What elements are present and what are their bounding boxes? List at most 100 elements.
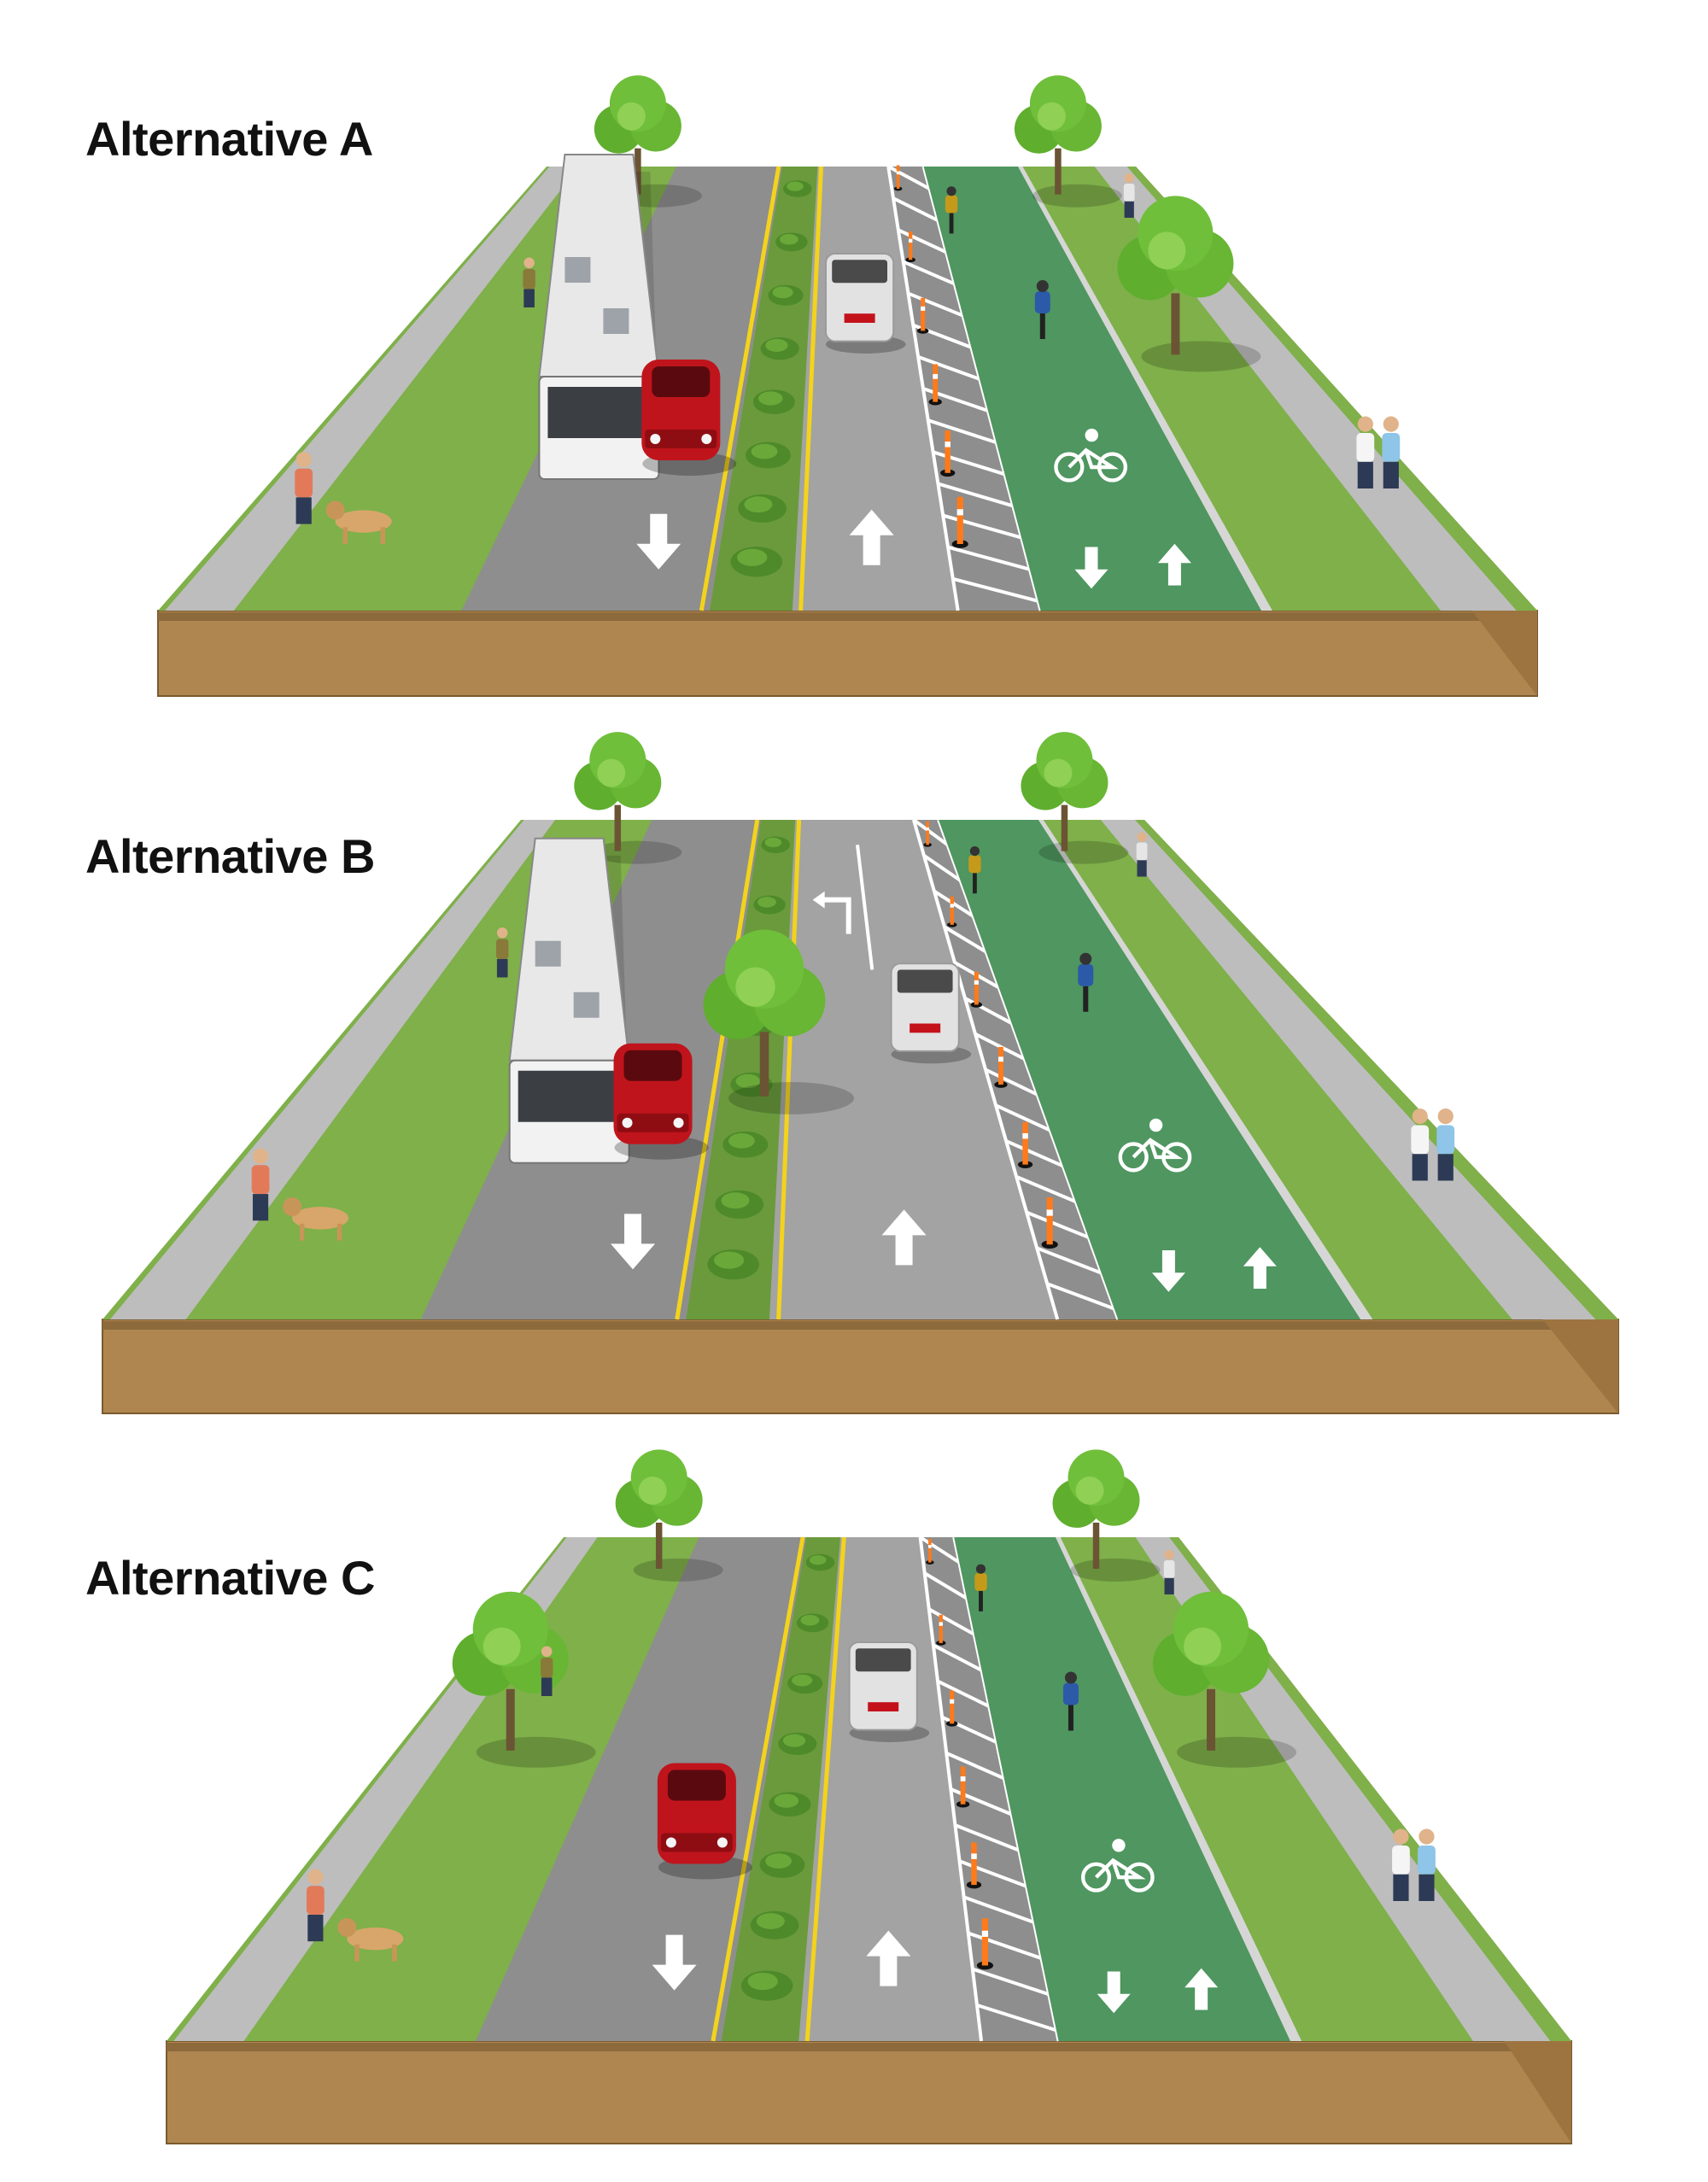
- shrub-highlight: [800, 1614, 820, 1626]
- curb: [1038, 820, 1373, 1319]
- arrow-up-icon: [1184, 1968, 1219, 2010]
- flex-post-reflector: [921, 306, 926, 311]
- panel-title: Alternative B: [85, 829, 375, 883]
- buffer-hatch: [962, 1895, 1035, 1924]
- pedestrian-body: [1163, 1560, 1175, 1578]
- panel-title: Alternative C: [85, 1551, 375, 1605]
- buffer-hatch: [898, 228, 947, 254]
- buffer-hatch: [892, 196, 939, 222]
- flex-post-reflector: [956, 509, 963, 516]
- flex-post: [998, 1046, 1003, 1085]
- tree-trunk: [1207, 1688, 1216, 1751]
- street-section-diagram: [157, 75, 1538, 697]
- bike-lane-symbol-icon: [1080, 1839, 1155, 1892]
- flex-post-reflector: [933, 373, 939, 379]
- bike-lane-symbol-icon: [1118, 1118, 1192, 1173]
- flex-post-reflector: [1022, 1132, 1028, 1139]
- pedestrian-legs: [252, 1194, 269, 1221]
- tree-trunk: [759, 1032, 769, 1097]
- dog-head: [337, 1918, 357, 1937]
- buffer-hatch: [1036, 1246, 1103, 1275]
- cyclist-body: [1034, 291, 1050, 313]
- buffer-hatch: [927, 1607, 975, 1636]
- pedestrian-head: [1383, 416, 1399, 432]
- flex-post-base: [956, 1800, 970, 1808]
- flex-post-reflector: [1046, 1209, 1053, 1216]
- shrub-highlight: [782, 1734, 806, 1747]
- pedestrian-head: [1418, 1828, 1435, 1845]
- pedestrian-body: [295, 468, 313, 498]
- panel-alternative-a: Alternative A: [0, 0, 1708, 709]
- buffer-hatch: [1005, 1139, 1064, 1168]
- bicycle: [1068, 1705, 1073, 1731]
- pedestrian-legs: [496, 958, 508, 978]
- pedestrian-head: [307, 1869, 324, 1885]
- pedestrian-head: [1357, 416, 1373, 432]
- car-windshield: [652, 366, 711, 397]
- shrub-highlight: [764, 837, 782, 848]
- panel-title: Alternative A: [85, 112, 373, 166]
- bus-roof-unit: [573, 992, 600, 1018]
- dog-leg: [392, 1944, 397, 1962]
- tree-trunk: [1061, 804, 1068, 851]
- shrub-highlight: [779, 234, 798, 245]
- panel-alternative-c: Alternative C: [0, 1443, 1708, 2182]
- buffer-hatch: [954, 1823, 1020, 1852]
- bus-roof-unit: [603, 308, 629, 334]
- dog-head: [283, 1197, 302, 1217]
- flex-post-reflector: [926, 827, 929, 831]
- dog-leg: [354, 1944, 360, 1962]
- tree-trunk: [1055, 148, 1062, 195]
- buffer-hatch: [972, 1967, 1050, 1997]
- buffer-hatch: [922, 854, 962, 882]
- bicycle: [949, 213, 954, 234]
- tree-trunk: [635, 148, 641, 195]
- car-grille: [617, 1113, 689, 1132]
- dog: [292, 1207, 349, 1230]
- cyclist-helmet: [969, 846, 980, 857]
- arrow-up-icon: [866, 1930, 911, 1986]
- flex-post-reflector: [974, 980, 979, 985]
- shrub-highlight: [721, 1192, 750, 1209]
- buffer-hatch: [976, 2003, 1057, 2033]
- buffer-hatch: [985, 1068, 1038, 1097]
- buffer-hatch: [937, 1679, 991, 1708]
- flex-post: [896, 165, 900, 189]
- flex-post: [981, 1918, 989, 1966]
- cyclist-helmet: [1064, 1671, 1077, 1684]
- pedestrian-body: [541, 1658, 553, 1678]
- dog-head: [325, 500, 345, 520]
- flex-post-reflector: [950, 904, 954, 908]
- bicycle: [1083, 986, 1089, 1012]
- buffer-hatch: [995, 1103, 1051, 1132]
- buffer-hatch: [945, 1752, 1005, 1781]
- flex-post: [974, 971, 979, 1005]
- bike-buffer: [913, 820, 1119, 1319]
- tree-highlight: [1037, 102, 1066, 131]
- arrow-down-icon: [652, 1934, 697, 1991]
- pedestrian-body: [306, 1886, 325, 1915]
- shrub-highlight: [787, 181, 804, 191]
- flex-post-base: [970, 1002, 983, 1008]
- tree-shadow: [1038, 840, 1129, 864]
- left-sidewalk: [165, 167, 579, 611]
- shrub-highlight: [765, 1853, 792, 1869]
- flex-post: [1046, 1197, 1053, 1245]
- suv-rear-window: [897, 969, 953, 993]
- pedestrian-body: [1356, 433, 1375, 462]
- street-section-diagram: [166, 1449, 1572, 2144]
- soil-cross-section: [102, 1319, 1619, 1414]
- buffer-hatch: [887, 165, 931, 190]
- arrow-down-icon: [1151, 1250, 1185, 1292]
- cyclist-body: [1062, 1682, 1079, 1705]
- shrub-highlight: [747, 1972, 778, 1991]
- arrow-down-icon: [1097, 1971, 1131, 2014]
- flex-post-base: [945, 1720, 958, 1727]
- shrub-highlight: [744, 496, 773, 513]
- buffer-hatch: [943, 925, 987, 954]
- buffer-hatch: [912, 818, 949, 846]
- tree-trunk: [1092, 1522, 1100, 1569]
- buffer-hatch: [942, 513, 1022, 540]
- buffer-hatch: [1026, 1210, 1090, 1239]
- pedestrian-body: [1382, 433, 1401, 462]
